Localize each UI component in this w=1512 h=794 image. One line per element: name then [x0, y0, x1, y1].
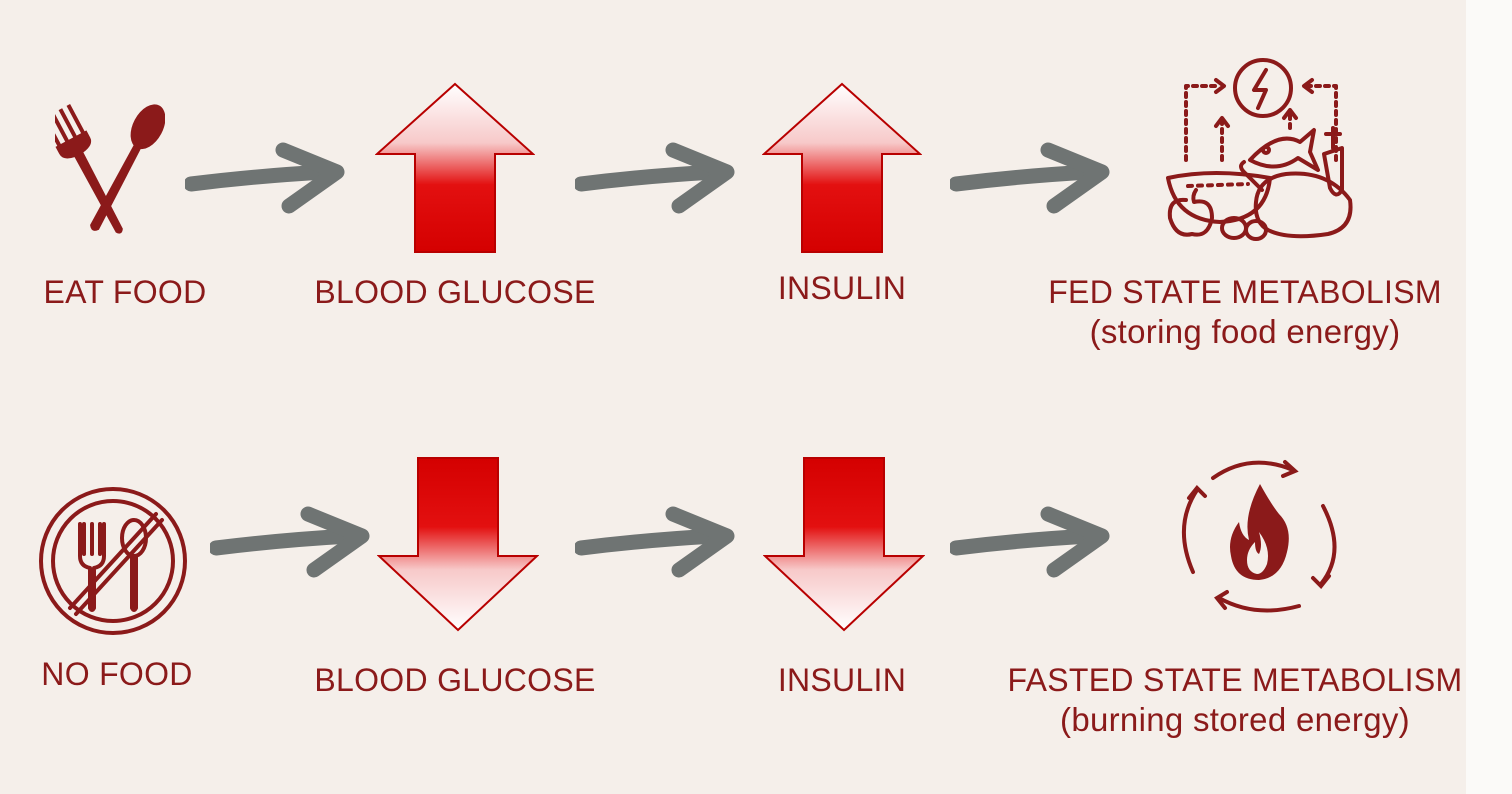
fasted-state-row: NO FOOD BLOOD GLUCOSE INSULIN [0, 400, 1466, 794]
step-label: INSULIN [777, 270, 907, 306]
step-sublabel: (storing food energy) [1089, 313, 1401, 350]
connector-arrow [950, 504, 1115, 584]
down-arrow-icon [377, 456, 539, 632]
right-edge-strip [1466, 0, 1512, 794]
connector-arrow [575, 504, 740, 584]
step-label-main: FED STATE METABOLISM [1048, 274, 1442, 310]
step-label: NO FOOD [41, 656, 193, 692]
step-label-main: FASTED STATE METABOLISM [1007, 662, 1463, 698]
connector-arrow [575, 140, 740, 220]
step-label: FED STATE METABOLISM (storing food energ… [1030, 272, 1460, 352]
up-arrow-icon [762, 82, 922, 254]
step-label: FASTED STATE METABOLISM (burning stored … [1000, 660, 1470, 740]
step-label: INSULIN [777, 662, 907, 698]
food-energy-icon [1158, 50, 1358, 245]
connector-arrow [185, 140, 350, 220]
connector-arrow [950, 140, 1115, 220]
step-label: EAT FOOD [43, 274, 207, 310]
fed-state-row: EAT FOOD BLOOD GLUCOSE INSULIN [0, 0, 1466, 400]
up-arrow-icon [375, 82, 535, 254]
step-label: BLOOD GLUCOSE [314, 662, 596, 698]
down-arrow-icon [763, 456, 925, 632]
fork-spoon-icon [55, 95, 165, 245]
connector-arrow [210, 504, 375, 584]
step-sublabel: (burning stored energy) [1060, 701, 1410, 738]
step-label: BLOOD GLUCOSE [314, 274, 596, 310]
fire-cycle-icon [1175, 456, 1345, 616]
no-food-icon [36, 484, 190, 638]
